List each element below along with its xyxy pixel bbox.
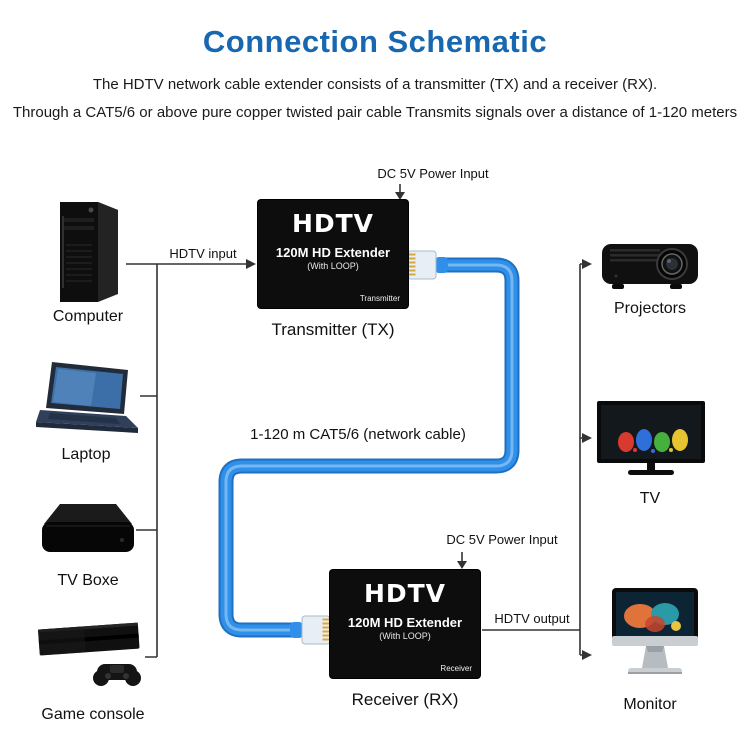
monitor-label: Monitor bbox=[623, 696, 677, 713]
projector-illustration bbox=[600, 236, 700, 301]
receiver-caption: Receiver (RX) bbox=[351, 690, 459, 709]
receiver-box: HDTV 120M HD Extender (With LOOP) Receiv… bbox=[330, 570, 480, 678]
tv-box-label: TV Boxe bbox=[57, 572, 119, 589]
arrow-to-tv bbox=[582, 433, 592, 443]
hdtv-output-label: HDTV output bbox=[494, 611, 570, 626]
right-bus-line bbox=[579, 263, 582, 656]
rj45-plug-tx bbox=[407, 250, 448, 280]
rx-model-text: 120M HD Extender bbox=[347, 615, 463, 630]
projectors-label: Projectors bbox=[613, 300, 687, 317]
tv-illustration bbox=[596, 400, 706, 485]
arrow-to-projector bbox=[582, 259, 592, 269]
monitor-illustration bbox=[610, 586, 700, 691]
tx-power-label: DC 5V Power Input bbox=[377, 166, 489, 181]
computer-label: Computer bbox=[52, 308, 124, 325]
arrow-to-monitor bbox=[582, 650, 592, 660]
tx-model-text: 120M HD Extender bbox=[275, 245, 391, 260]
laptop-label: Laptop bbox=[61, 446, 111, 463]
transmitter-box: HDTV 120M HD Extender (With LOOP) Transm… bbox=[258, 200, 408, 308]
computer-illustration bbox=[48, 196, 128, 311]
tx-power-arrow bbox=[395, 192, 405, 200]
tx-loop-note: (With LOOP) bbox=[307, 261, 359, 271]
rx-power-arrow bbox=[457, 561, 467, 569]
tx-role-text: Transmitter bbox=[359, 294, 400, 303]
subtitle-line-1: The HDTV network cable extender consists… bbox=[92, 76, 658, 93]
page-title: Connection Schematic bbox=[202, 24, 548, 59]
cable-label: 1-120 m CAT5/6 (network cable) bbox=[250, 426, 466, 443]
transmitter-caption: Transmitter (TX) bbox=[271, 320, 395, 339]
rx-power-label: DC 5V Power Input bbox=[446, 532, 558, 547]
game-console-illustration bbox=[35, 612, 150, 707]
controller-shape bbox=[93, 664, 141, 686]
laptop-illustration bbox=[36, 358, 146, 443]
rx-brand-logo: HDTV bbox=[363, 579, 447, 608]
hdtv-input-label: HDTV input bbox=[169, 246, 237, 261]
rx-role-text: Receiver bbox=[440, 664, 472, 673]
tv-box-illustration bbox=[38, 498, 138, 573]
subtitle-line-2: Through a CAT5/6 or above pure copper tw… bbox=[12, 104, 738, 121]
tx-brand-logo: HDTV bbox=[291, 209, 375, 238]
rx-loop-note: (With LOOP) bbox=[379, 631, 431, 641]
rj45-plug-rx bbox=[290, 615, 331, 645]
tv-label: TV bbox=[639, 490, 661, 507]
game-console-label: Game console bbox=[41, 706, 145, 723]
